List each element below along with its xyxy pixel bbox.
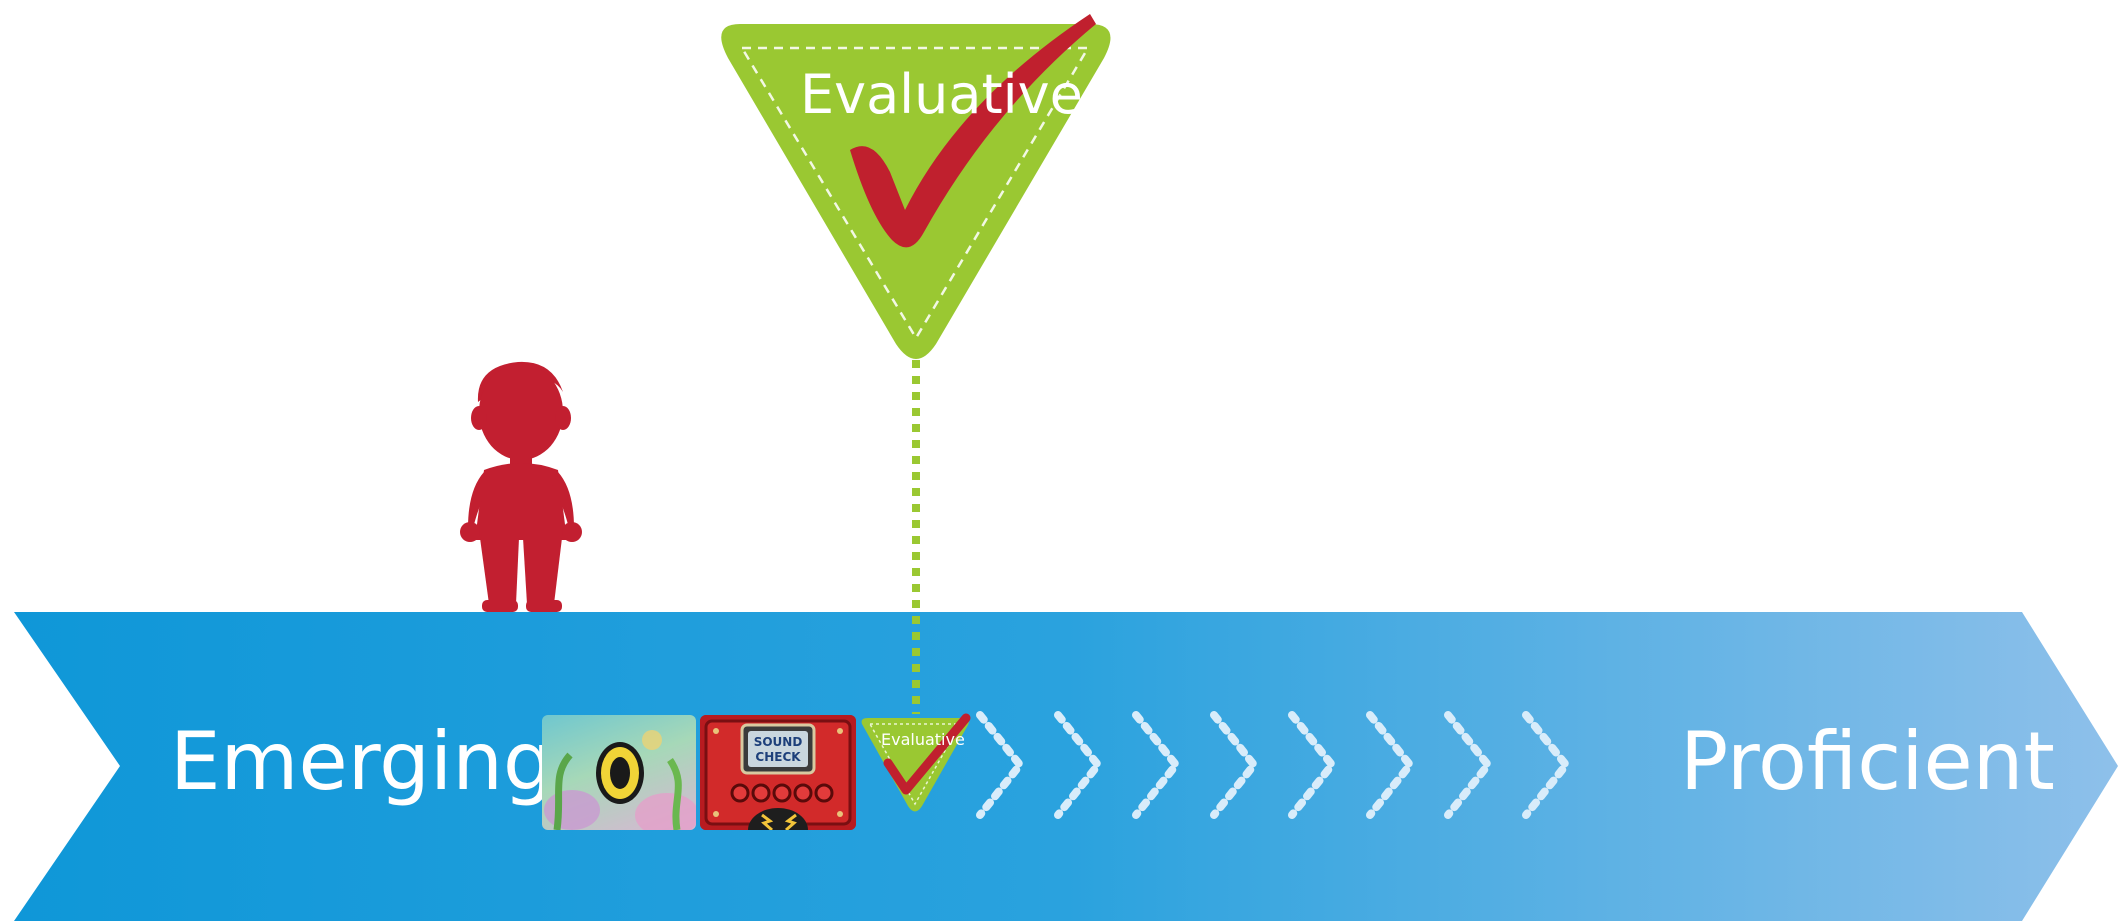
child-figure-icon [0,0,2118,921]
